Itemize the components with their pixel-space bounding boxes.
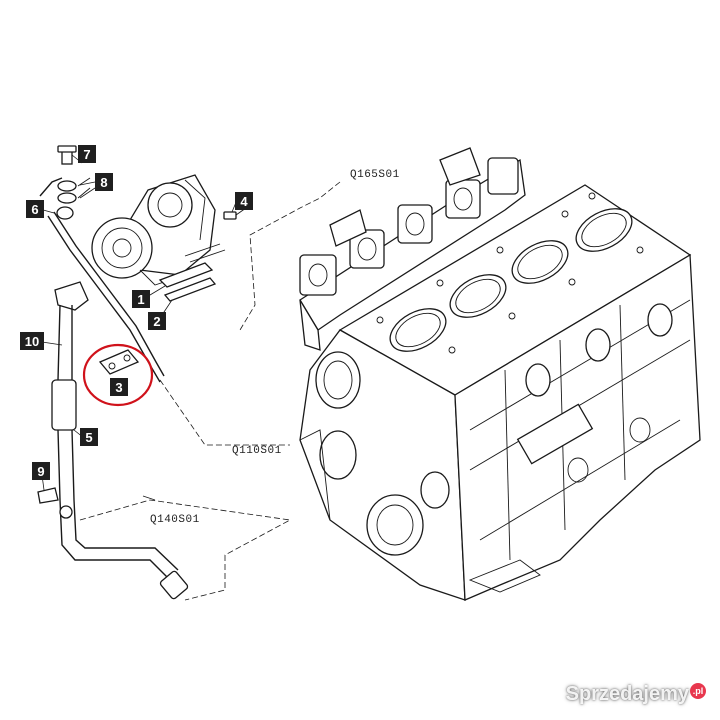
- watermark-badge: .pl: [690, 683, 706, 699]
- callout-8: 8: [95, 173, 113, 191]
- callout-5: 5: [80, 428, 98, 446]
- oil-drain-flange: [98, 349, 140, 375]
- callout-label-4: 4: [240, 194, 248, 209]
- callout-label-5: 5: [85, 430, 92, 445]
- callout-6: 6: [26, 200, 44, 218]
- callout-label-9: 9: [37, 464, 44, 479]
- callout-1: 1: [132, 290, 150, 308]
- ref-oil-return: Q140S01: [150, 514, 200, 526]
- callout-label-3: 3: [115, 380, 122, 395]
- highlight-circle: [82, 343, 154, 407]
- callout-4: 4: [235, 192, 253, 210]
- ref-engine-block: Q110S01: [232, 445, 282, 457]
- bolt-part: [223, 207, 247, 220]
- oil-pipes: [37, 211, 189, 600]
- callout-label-10: 10: [25, 334, 39, 349]
- callout-label-7: 7: [83, 147, 90, 162]
- turbo-gasket: [158, 243, 226, 302]
- watermark-text: Sprzedajemy: [565, 683, 689, 705]
- banjo-fitting-parts: [39, 145, 91, 220]
- turbocharger: [91, 174, 216, 286]
- callout-label-2: 2: [153, 314, 160, 329]
- ref-exhaust-manifold: Q165S01: [350, 169, 400, 181]
- callout-9: 9: [32, 462, 50, 480]
- callout-2: 2: [148, 312, 166, 330]
- callout-label-8: 8: [100, 175, 107, 190]
- callout-10: 10: [20, 332, 44, 350]
- callout-3: 3: [110, 378, 128, 396]
- callout-7: 7: [78, 145, 96, 163]
- callout-label-6: 6: [31, 202, 38, 217]
- engine-block: [299, 184, 701, 601]
- exhaust-manifold: [299, 147, 526, 351]
- callout-label-1: 1: [137, 292, 144, 307]
- watermark: Sprzedajemy.pl: [566, 683, 706, 706]
